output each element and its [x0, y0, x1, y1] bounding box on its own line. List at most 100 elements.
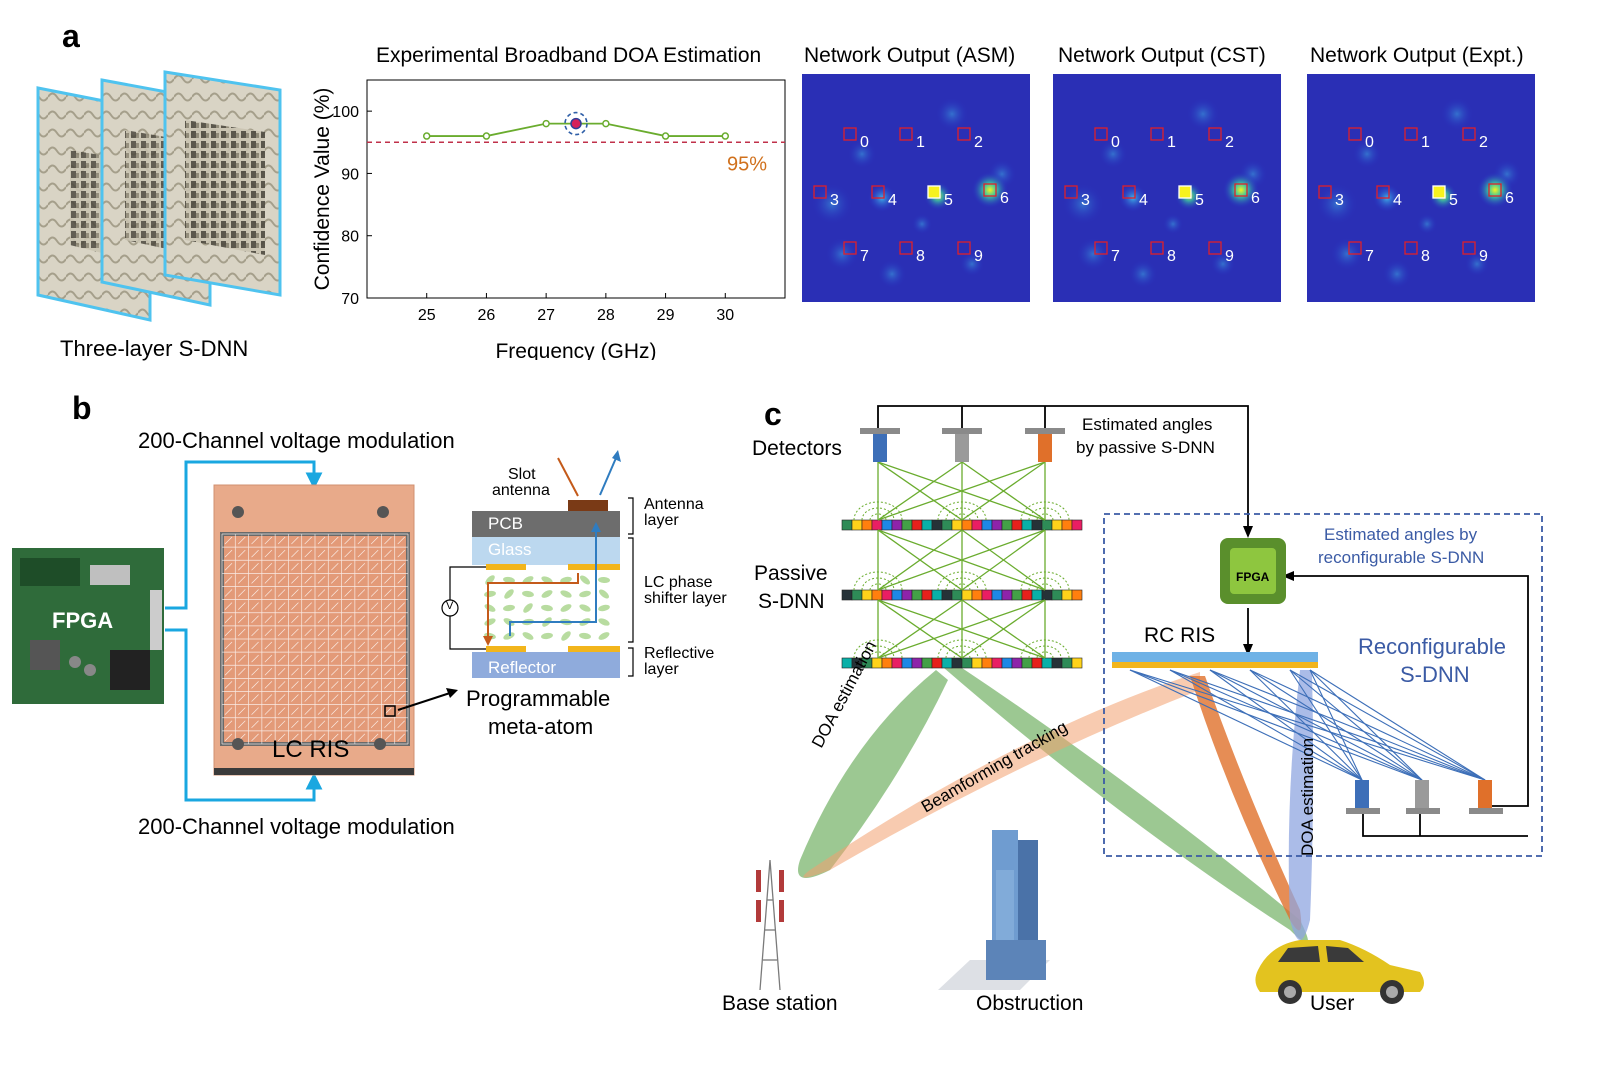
heatmap-box: [1094, 127, 1108, 141]
ris-slot: [357, 536, 366, 545]
heatmap-box: [843, 127, 857, 141]
metasurface-cell: [891, 657, 903, 669]
metasurface-cell: [1021, 589, 1033, 601]
metasurface-cell: [981, 589, 993, 601]
heatmap-box-label: 2: [1479, 134, 1488, 151]
heatmap-box: [957, 241, 971, 255]
heatmap-box-label: 2: [1225, 134, 1234, 151]
user-car: [1255, 940, 1424, 1004]
heatmap-box-label: 5: [1449, 192, 1458, 209]
ris-slot: [238, 563, 246, 571]
metasurface-cell: [851, 589, 863, 601]
y-tick-label: 70: [341, 291, 359, 308]
heatmap-blob: [1163, 214, 1183, 234]
ris-slot: [251, 549, 259, 558]
wavefront: [853, 639, 903, 659]
ris-slot: [238, 707, 246, 715]
heatmap-box-label: 0: [1365, 134, 1374, 151]
ris-slot: [291, 563, 299, 571]
heatmap-box: [1348, 127, 1362, 141]
ris-slot: [304, 589, 312, 597]
voltage-modulation-bottom: 200-Channel voltage modulation: [138, 814, 455, 839]
ris-slot: [317, 720, 326, 728]
heatmap-box: [899, 127, 913, 141]
lc-molecule: [504, 589, 514, 599]
ris-slot: [370, 681, 379, 689]
metasurface-cell: [851, 519, 863, 531]
metasurface-cell: [841, 519, 853, 531]
heatmap-blob: [848, 140, 876, 168]
wavefront: [1020, 639, 1070, 659]
rc-link: [1129, 669, 1423, 781]
ris-slot: [344, 576, 352, 584]
ris-slot: [357, 563, 366, 571]
ris-slot: [251, 589, 259, 597]
highlight-ring: [564, 111, 588, 136]
ris-slot: [304, 668, 312, 676]
lc-molecule: [560, 576, 572, 584]
passive-label-1: Passive: [754, 562, 828, 585]
heatmap-box: [1208, 127, 1222, 141]
metasurface-cell: [991, 519, 1003, 531]
ris-slot: [304, 615, 312, 623]
panel-b-graphics: [12, 450, 634, 802]
metasurface-cell: [1031, 519, 1043, 531]
ris-slot: [238, 694, 246, 702]
ris-slot: [264, 707, 273, 715]
fpga-chip: [1220, 538, 1286, 604]
wavefront: [861, 645, 895, 659]
ris-slot: [277, 576, 286, 584]
reconfigurable-label-1: Reconfigurable: [1358, 634, 1506, 659]
ris-slot: [317, 602, 326, 610]
ris-slot: [304, 641, 312, 650]
ris-slot: [251, 536, 259, 545]
ris-slot: [331, 615, 339, 623]
metasurface-cell: [1001, 589, 1013, 601]
metasurface-cell: [861, 589, 873, 601]
metasurface-cell: [1041, 519, 1053, 531]
slot-antenna-label-1: Slot: [508, 466, 536, 483]
fpga-chip-label: FPGA: [1236, 570, 1270, 584]
lc-molecule: [484, 618, 496, 626]
voltage-symbol: V: [446, 600, 454, 612]
ris-slot: [344, 694, 352, 702]
ris-slot: [344, 733, 352, 742]
metasurface-cell: [911, 657, 923, 669]
metasurface-cell: [1041, 589, 1053, 601]
ris-slot: [370, 720, 379, 728]
x-tick-label: 30: [716, 307, 734, 324]
ris-slot: [224, 628, 233, 637]
map-title-asm: Network Output (ASM): [804, 44, 1016, 67]
ris-slot: [238, 720, 246, 728]
ris-slot: [331, 668, 339, 676]
wavefront: [945, 507, 979, 521]
ris-slot: [317, 563, 326, 571]
rc-link: [1309, 669, 1423, 781]
data-point: [602, 119, 610, 128]
heatmap-box: [1150, 127, 1164, 141]
metasurface-cell: [881, 657, 893, 669]
heatmap-blob: [1465, 252, 1489, 276]
ris-slot: [251, 576, 259, 584]
plot-frame: [366, 79, 786, 299]
fpga-board: [12, 548, 164, 704]
wavefront: [1028, 577, 1062, 591]
reflective-layer-label-2: layer: [644, 661, 679, 678]
ris-slot: [277, 654, 286, 663]
ris-slot: [251, 602, 259, 610]
lc-molecule: [579, 604, 591, 612]
lc-molecule: [541, 604, 553, 612]
meta-atom-cross-section: [441, 450, 634, 678]
heatmap-box: [1404, 241, 1418, 255]
ris-slot: [251, 707, 259, 715]
doa-estimation-right: DOA estimation: [1298, 737, 1317, 856]
ris-slot: [317, 589, 326, 597]
ris-slot: [224, 576, 233, 584]
lc-molecule: [579, 632, 591, 640]
heatmap-box: [1348, 241, 1362, 255]
ris-slot: [317, 615, 326, 623]
ris-slot: [357, 589, 366, 597]
ris-slot: [397, 549, 405, 558]
ris-slot: [344, 628, 352, 637]
metasurface-cell: [961, 657, 973, 669]
